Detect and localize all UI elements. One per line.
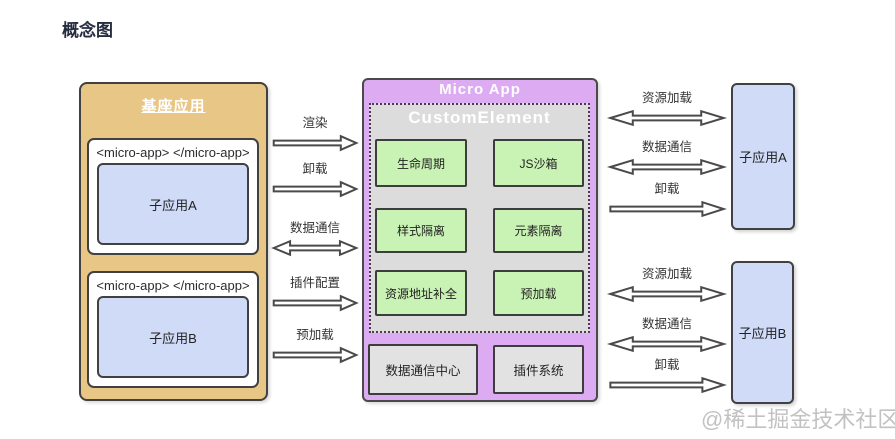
arrow-label: 卸载 xyxy=(654,182,680,196)
micro-app-tag: <micro-app> </micro-app> xyxy=(96,145,250,160)
right-arrow-icon xyxy=(272,181,358,197)
sub-app-a-standalone: 子应用A xyxy=(731,83,795,230)
module-plugin-system: 插件系统 xyxy=(493,345,584,394)
double-arrow-icon xyxy=(609,286,725,302)
arrow-plugin-config: 插件配置 xyxy=(272,276,358,311)
sub-app-b-standalone: 子应用B xyxy=(731,261,794,404)
double-arrow-icon xyxy=(609,110,725,126)
arrow-unmount-a: 卸载 xyxy=(608,182,726,217)
arrow-preload: 预加载 xyxy=(272,328,358,363)
arrow-data-communication: 数据通信 xyxy=(272,221,358,256)
arrow-label: 资源加载 xyxy=(641,267,692,281)
micro-app-title: Micro App xyxy=(439,81,521,98)
feature-style-isolation: 样式隔离 xyxy=(375,208,467,253)
arrow-unmount: 卸载 xyxy=(272,162,358,197)
arrow-data-communication-b: 数据通信 xyxy=(608,317,726,352)
arrow-label: 插件配置 xyxy=(289,276,340,290)
feature-resource-url-completion: 资源地址补全 xyxy=(375,270,467,316)
right-arrow-icon xyxy=(609,377,725,393)
sub-app-a-embedded: 子应用A xyxy=(97,163,249,245)
arrow-resource-load-a: 资源加载 xyxy=(608,91,726,126)
base-app-title: 基座应用 xyxy=(141,98,206,115)
sub-app-b-embedded: 子应用B xyxy=(97,296,249,378)
module-data-communication-center: 数据通信中心 xyxy=(368,344,478,395)
feature-lifecycle: 生命周期 xyxy=(375,139,467,187)
feature-js-sandbox: JS沙箱 xyxy=(493,139,584,187)
custom-element-title: CustomElement xyxy=(408,108,551,127)
right-arrow-icon xyxy=(609,201,725,217)
double-arrow-icon xyxy=(609,336,725,352)
arrow-label: 卸载 xyxy=(654,358,680,372)
arrow-label: 数据通信 xyxy=(289,221,340,235)
feature-element-isolation: 元素隔离 xyxy=(493,208,584,253)
arrow-render: 渲染 xyxy=(272,116,358,151)
page-title: 概念图 xyxy=(62,21,113,40)
juejin-watermark: @稀土掘金技术社区 xyxy=(701,407,895,432)
arrow-label: 资源加载 xyxy=(641,91,692,105)
double-arrow-icon xyxy=(609,159,725,175)
arrow-label: 渲染 xyxy=(302,116,328,130)
micro-app-slot-b: <micro-app> </micro-app> 子应用B xyxy=(87,271,259,388)
right-arrow-icon xyxy=(272,135,358,151)
arrow-label: 数据通信 xyxy=(641,140,692,154)
arrow-label: 数据通信 xyxy=(641,317,692,331)
arrow-label: 卸载 xyxy=(302,162,328,176)
arrow-resource-load-b: 资源加载 xyxy=(608,267,726,302)
right-arrow-icon xyxy=(272,347,358,363)
micro-app-tag: <micro-app> </micro-app> xyxy=(96,278,250,293)
arrow-unmount-b: 卸载 xyxy=(608,358,726,393)
arrow-label: 预加载 xyxy=(296,328,334,342)
arrow-data-communication-a: 数据通信 xyxy=(608,140,726,175)
right-arrow-icon xyxy=(272,295,358,311)
micro-app-slot-a: <micro-app> </micro-app> 子应用A xyxy=(87,138,259,255)
double-arrow-icon xyxy=(272,240,358,256)
feature-preload: 预加载 xyxy=(493,270,584,316)
